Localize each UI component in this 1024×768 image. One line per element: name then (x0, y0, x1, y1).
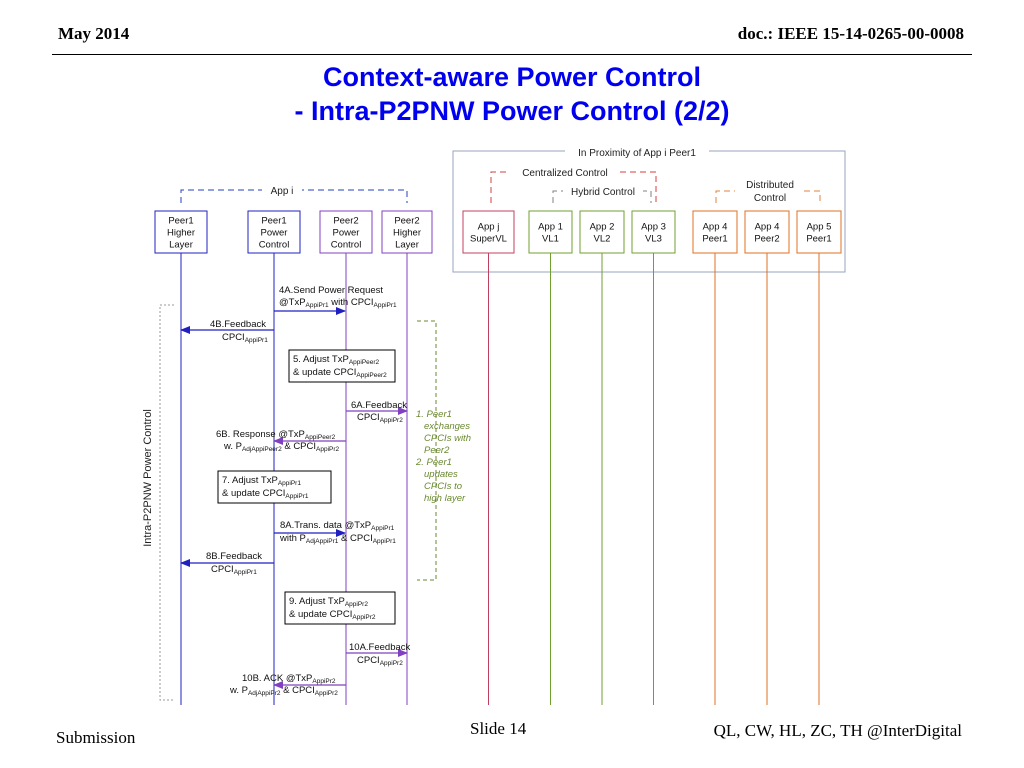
entity-peer1-higher-label-3: Layer (169, 240, 193, 251)
msg-6a-line2: CPCIAppiPr2 (357, 412, 403, 424)
step5-box (288, 349, 396, 383)
entity-app1-vl1-label-2: VL1 (542, 234, 559, 245)
note-line1: 1. Peer1 (416, 409, 452, 420)
centralized-label: Centralized Control (522, 168, 608, 179)
msg-7-line1: 7. Adjust TxPAppiPr1 (222, 475, 301, 487)
msg-5-line1: 5. Adjust TxPAppiPeer2 (293, 354, 380, 366)
note-line5: 2. Peer1 (415, 457, 452, 468)
header-doc-id: doc.: IEEE 15-14-0265-00-0008 (737, 24, 964, 43)
entity-peer2-higher-label-2: Higher (393, 228, 421, 239)
side-bracket (159, 304, 174, 701)
slide-title-line1: Context-aware Power Control (322, 62, 702, 92)
note-line4: Peer2 (424, 445, 450, 456)
hybrid-label: Hybrid Control (571, 187, 635, 198)
entity-app5-peer1-label-1: App 5 (807, 222, 832, 233)
entity-peer1-power-label-1: Peer1 (261, 216, 286, 227)
entity-peer1-higher-label-2: Higher (167, 228, 195, 239)
entity-app-j-supervl-label-2: SuperVL (470, 234, 507, 245)
entity-app4-peer2-label-1: App 4 (755, 222, 780, 233)
note-line2: exchanges (424, 421, 470, 432)
entity-peer1-power-label-3: Control (259, 240, 290, 251)
header-rule (52, 54, 972, 55)
msg-9-line2: & update CPCIAppiPr2 (289, 609, 376, 621)
distributed-label-line2: Control (754, 193, 786, 204)
entity-app3-vl3-label-2: VL3 (645, 234, 662, 245)
distributed-label-line1: Distributed (746, 180, 794, 191)
msg-9-line1: 9. Adjust TxPAppiPr2 (289, 596, 368, 608)
entity-app-j-supervl-label-1: App j (478, 222, 500, 233)
msg-6b-line2: w. PAdjAppiPeer2 & CPCIAppiPr2 (223, 441, 340, 453)
entity-app2-vl2-label-2: VL2 (594, 234, 611, 245)
footer-authors: QL, CW, HL, ZC, TH @InterDigital (713, 721, 962, 740)
slide-title-line2: - Intra-P2PNW Power Control (2/2) (294, 96, 730, 126)
entity-peer2-higher-label-1: Peer2 (394, 216, 419, 227)
entity-app4-peer2-label-2: Peer2 (754, 234, 779, 245)
footer-submission: Submission (56, 728, 136, 747)
msg-4a-line2: @TxPAppiPr1 with CPCIAppiPr1 (279, 297, 397, 309)
msg-4a-line1: 4A.Send Power Request (279, 285, 383, 296)
msg-8a-line2: with PAdjAppiPr1 & CPCIAppiPr1 (279, 533, 396, 545)
proximity-label: In Proximity of App i Peer1 (578, 148, 696, 159)
msg-8b-line1: 8B.Feedback (206, 551, 262, 562)
entity-app5-peer1-label-2: Peer1 (806, 234, 831, 245)
footer-slide-number: Slide 14 (470, 719, 527, 738)
msg-6a-line1: 6A.Feedback (351, 400, 407, 411)
note-bracket (417, 320, 437, 581)
entity-app2-vl2-label-1: App 2 (590, 222, 615, 233)
entity-app4-peer1-label-1: App 4 (703, 222, 728, 233)
entity-peer2-power-label-1: Peer2 (333, 216, 358, 227)
step7-box (217, 470, 332, 504)
side-bracket-label: Intra-P2PNW Power Control (142, 409, 154, 547)
msg-4b-line1: 4B.Feedback (210, 319, 266, 330)
msg-8b-line2: CPCIAppiPr1 (211, 564, 257, 576)
app-i-label: App i (271, 186, 294, 197)
header-date: May 2014 (58, 24, 130, 43)
note-line8: high layer (424, 493, 466, 504)
msg-8a-line1: 8A.Trans. data @TxPAppiPr1 (280, 520, 395, 532)
msg-7-line2: & update CPCIAppiPr1 (222, 488, 309, 500)
entity-peer2-power-label-2: Power (333, 228, 360, 239)
entity-app3-vl3-label-1: App 3 (641, 222, 666, 233)
msg-4b-line2: CPCIAppiPr1 (222, 332, 268, 344)
note-line6: updates (424, 469, 458, 480)
note-line3: CPCIs with (424, 433, 471, 444)
entity-app1-vl1-label-1: App 1 (538, 222, 563, 233)
entity-app4-peer1-label-2: Peer1 (702, 234, 727, 245)
msg-6b-line1: 6B. Response @TxPAppiPeer2 (216, 429, 336, 441)
entity-peer2-higher-label-3: Layer (395, 240, 419, 251)
entity-peer1-higher-label-1: Peer1 (168, 216, 193, 227)
entity-peer2-power-label-3: Control (331, 240, 362, 251)
entity-peer1-power-label-2: Power (261, 228, 288, 239)
note-line7: CPCIs to (424, 481, 462, 492)
msg-10b-line1: 10B. ACK @TxPAppiPr2 (242, 673, 336, 685)
msg-10a-line2: CPCIAppiPr2 (357, 655, 403, 667)
msg-5-line2: & update CPCIAppiPeer2 (293, 367, 387, 379)
step9-box (284, 591, 396, 625)
msg-10a-line1: 10A.Feedback (349, 642, 411, 653)
msg-10b-line2: w. PAdjAppiPr2 & CPCIAppiPr2 (229, 685, 338, 697)
